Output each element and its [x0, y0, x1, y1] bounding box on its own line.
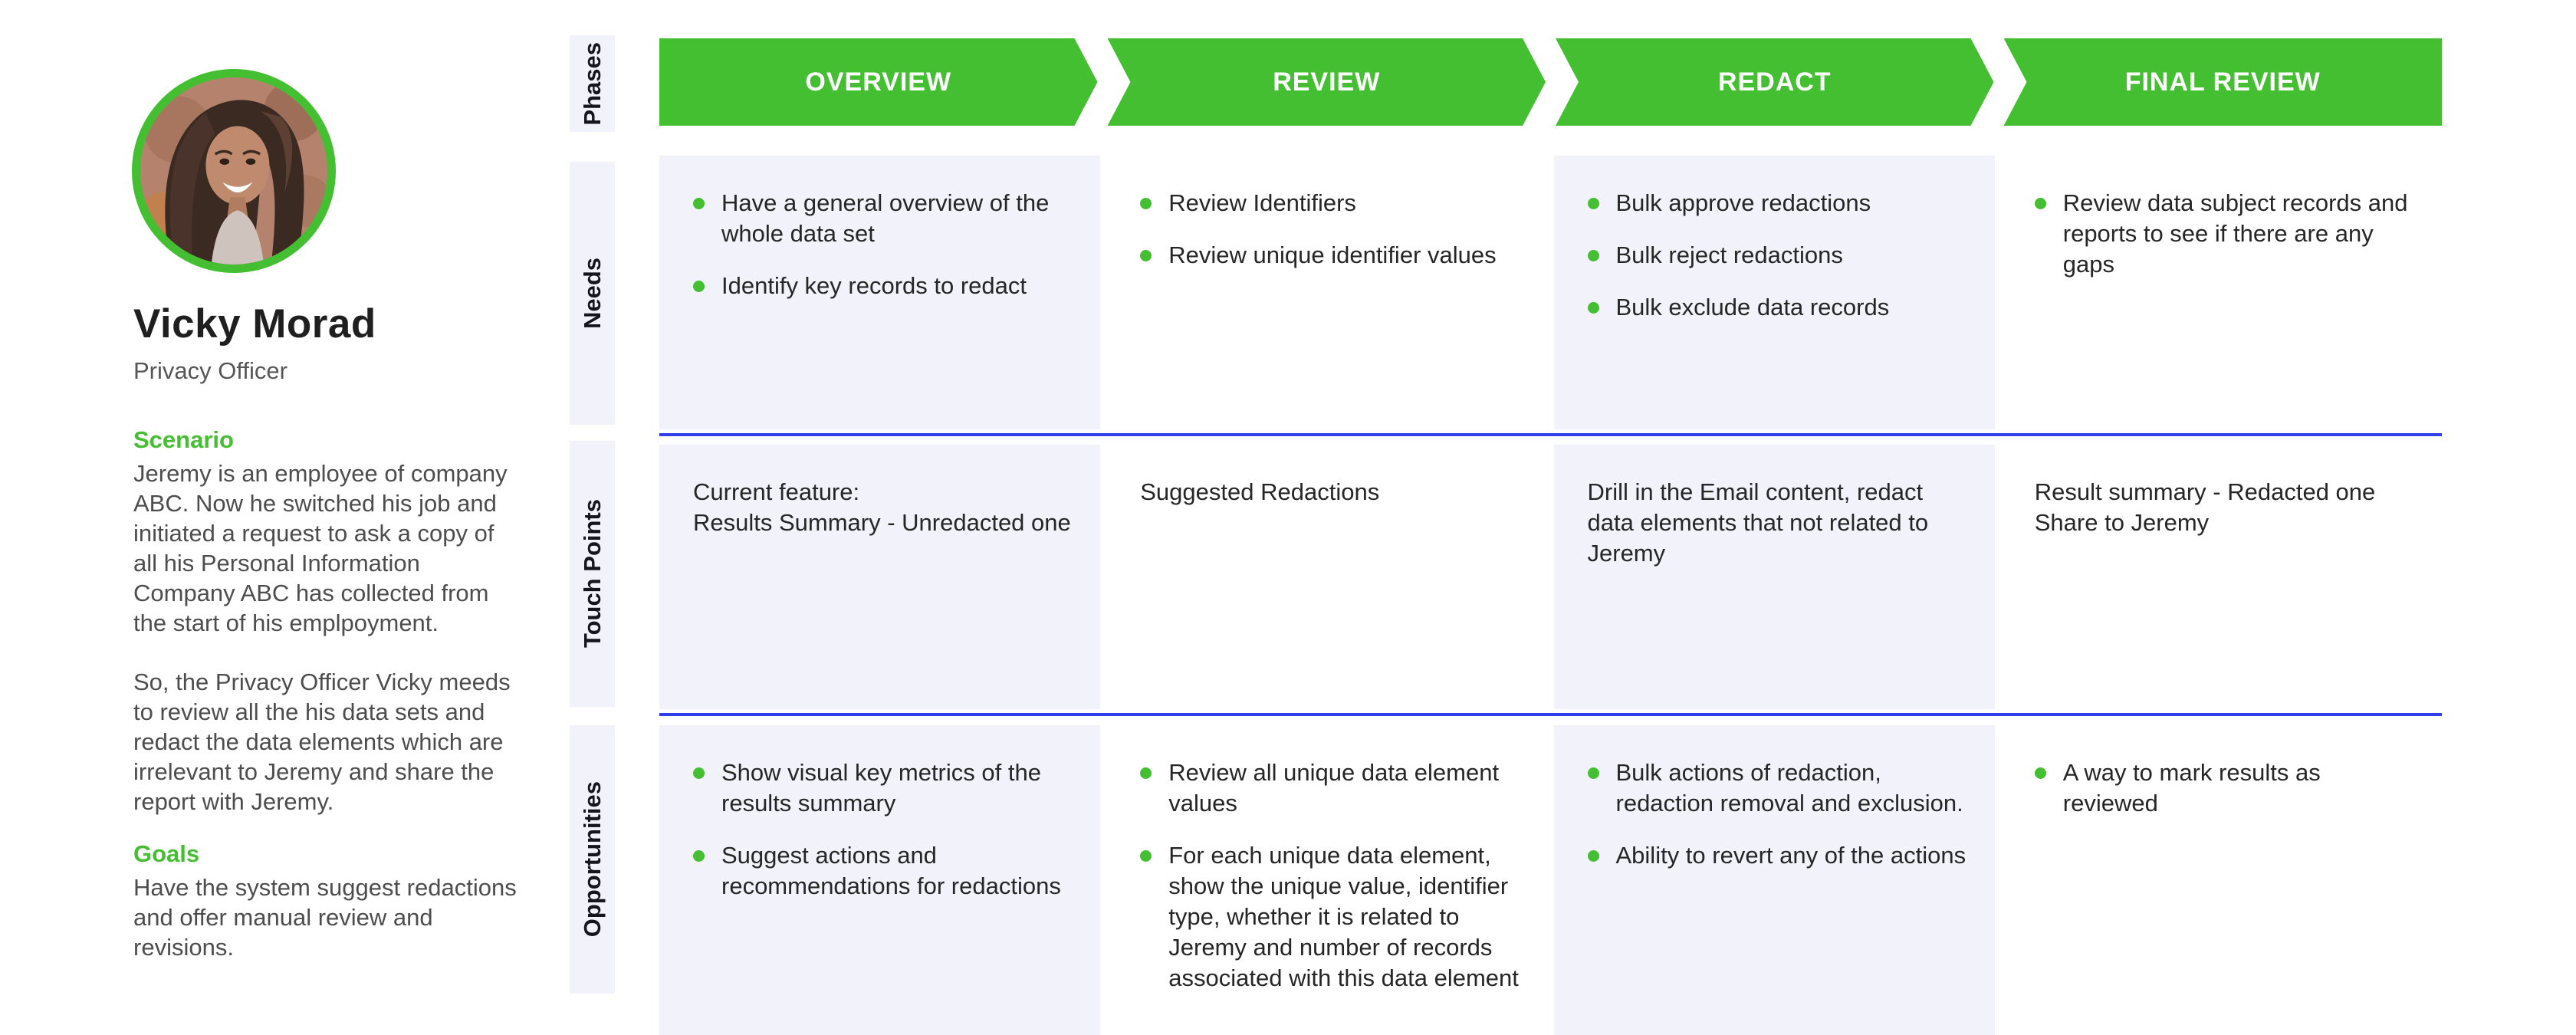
phase-segment-overview: OVERVIEW: [659, 38, 1098, 126]
bullet-dot-icon: [1140, 198, 1152, 209]
bullet-dot-icon: [1587, 198, 1599, 209]
bullet-dot-icon: [693, 767, 705, 779]
touch-point-line: Results Summary - Unredacted one: [693, 509, 1071, 536]
bullet-item: Review Identifiers: [1140, 188, 1526, 219]
bullet-item: Bulk reject redactions: [1587, 240, 1973, 271]
phase-segment-review: REVIEW: [1108, 38, 1546, 126]
bullet-item: Bulk approve redactions: [1587, 188, 1973, 219]
scenario-heading: Scenario: [133, 426, 234, 453]
bullet-dot-icon: [1587, 250, 1599, 261]
bullet-dot-icon: [1140, 767, 1152, 779]
bullet-dot-icon: [2034, 767, 2046, 779]
touch-points-cell-2: Suggested Redactions: [1106, 445, 1548, 709]
goals-paragraph: Have the system suggest redactions and o…: [133, 874, 517, 961]
opportunities-cell-1: Show visual key metrics of the results s…: [659, 725, 1101, 1035]
bullet-text: Ability to revert any of the actions: [1615, 842, 1967, 869]
needs-row: Have a general overview of the whole dat…: [659, 156, 2442, 429]
bullet-text: Review unique identifier values: [1168, 242, 1497, 268]
row-divider-touchpoints-opportunities: [659, 713, 2442, 716]
bullet-item: For each unique data element, show the u…: [1140, 840, 1526, 994]
goals-heading: Goals: [133, 840, 200, 867]
row-label-phases-text: Phases: [578, 41, 606, 126]
goals-text: Have the system suggest redactions and o…: [133, 872, 524, 962]
bullet-dot-icon: [693, 281, 705, 292]
bullet-text: Identify key records to redact: [721, 272, 1027, 299]
touch-points-cell-3: Drill in the Email content, redact data …: [1553, 445, 1995, 709]
bullet-item: Bulk exclude data records: [1587, 292, 1973, 323]
touch-point-line: Share to Jeremy: [2034, 509, 2210, 536]
bullet-item: Review unique identifier values: [1140, 240, 1526, 271]
phase-segment-final-review: FINAL REVIEW: [2003, 38, 2442, 126]
row-label-phases: Phases: [570, 35, 615, 132]
bullet-text: Bulk actions of redaction, redaction rem…: [1615, 759, 1963, 816]
bullet-text: A way to mark results as reviewed: [2062, 759, 2321, 816]
bullet-item: Suggest actions and recommendations for …: [693, 840, 1079, 902]
touch-point-line: Result summary - Redacted one: [2034, 478, 2376, 505]
persona-portrait-illustration: [140, 77, 327, 264]
touch-point-line: Current feature:: [693, 478, 860, 505]
row-label-opportunities-text: Opportunities: [578, 781, 606, 938]
bullet-dot-icon: [1587, 302, 1599, 314]
bullet-item: A way to mark results as reviewed: [2034, 757, 2420, 819]
scenario-paragraph: So, the Privacy Officer Vicky meeds to r…: [133, 669, 511, 815]
row-label-opportunities: Opportunities: [570, 725, 615, 994]
scenario-text: Jeremy is an employee of company ABC. No…: [133, 458, 524, 816]
opportunities-cell-4: A way to mark results as reviewed: [2000, 725, 2442, 1035]
bullet-item: Review all unique data element values: [1140, 757, 1526, 819]
bullet-dot-icon: [1587, 850, 1599, 862]
phase-segment-redact: REDACT: [1556, 38, 1994, 126]
row-label-needs-text: Needs: [578, 257, 606, 330]
bullet-item: Show visual key metrics of the results s…: [693, 757, 1079, 819]
bullet-item: Identify key records to redact: [693, 271, 1079, 301]
bullet-item: Bulk actions of redaction, redaction rem…: [1587, 757, 1973, 819]
bullet-text: For each unique data element, show the u…: [1168, 842, 1519, 991]
bullet-text: Bulk reject redactions: [1615, 242, 1843, 268]
row-label-needs: Needs: [570, 162, 615, 425]
bullet-dot-icon: [1587, 767, 1599, 779]
bullet-item: Ability to revert any of the actions: [1587, 840, 1973, 871]
bullet-text: Suggest actions and recommendations for …: [721, 842, 1061, 899]
persona-avatar: [132, 69, 336, 273]
touch-point-line: Drill in the Email content, redact data …: [1587, 478, 1935, 567]
scenario-paragraph: Jeremy is an employee of company ABC. No…: [133, 460, 508, 636]
row-divider-needs-touchpoints: [659, 433, 2442, 436]
persona-role: Privacy Officer: [133, 357, 288, 384]
row-label-touch-points-text: Touch Points: [578, 499, 606, 649]
persona-name: Vicky Morad: [133, 301, 376, 347]
needs-cell-4: Review data subject records and reports …: [2000, 156, 2442, 429]
bullet-dot-icon: [1140, 850, 1152, 862]
bullet-text: Review all unique data element values: [1168, 759, 1500, 816]
bullet-item: Review data subject records and reports …: [2034, 188, 2420, 280]
bullet-text: Bulk exclude data records: [1615, 294, 1890, 320]
opportunities-row: Show visual key metrics of the results s…: [659, 725, 2442, 1035]
bullet-text: Show visual key metrics of the results s…: [721, 759, 1041, 816]
touch-points-cell-1: Current feature: Results Summary - Unreda…: [659, 445, 1101, 709]
bullet-text: Review data subject records and reports …: [2062, 189, 2408, 278]
bullet-dot-icon: [1140, 250, 1152, 261]
touch-points-row: Current feature: Results Summary - Unreda…: [659, 445, 2442, 709]
bullet-text: Review Identifiers: [1168, 189, 1356, 216]
bullet-item: Have a general overview of the whole dat…: [693, 188, 1079, 249]
touch-point-line: Suggested Redactions: [1140, 478, 1380, 505]
opportunities-cell-3: Bulk actions of redaction, redaction rem…: [1553, 725, 1995, 1035]
needs-cell-1: Have a general overview of the whole dat…: [659, 156, 1101, 429]
bullet-dot-icon: [693, 850, 705, 862]
bullet-dot-icon: [2034, 198, 2046, 209]
bullet-text: Bulk approve redactions: [1615, 189, 1871, 216]
bullet-dot-icon: [693, 198, 705, 209]
bullet-text: Have a general overview of the whole dat…: [721, 189, 1050, 247]
row-label-touch-points: Touch Points: [570, 441, 615, 707]
